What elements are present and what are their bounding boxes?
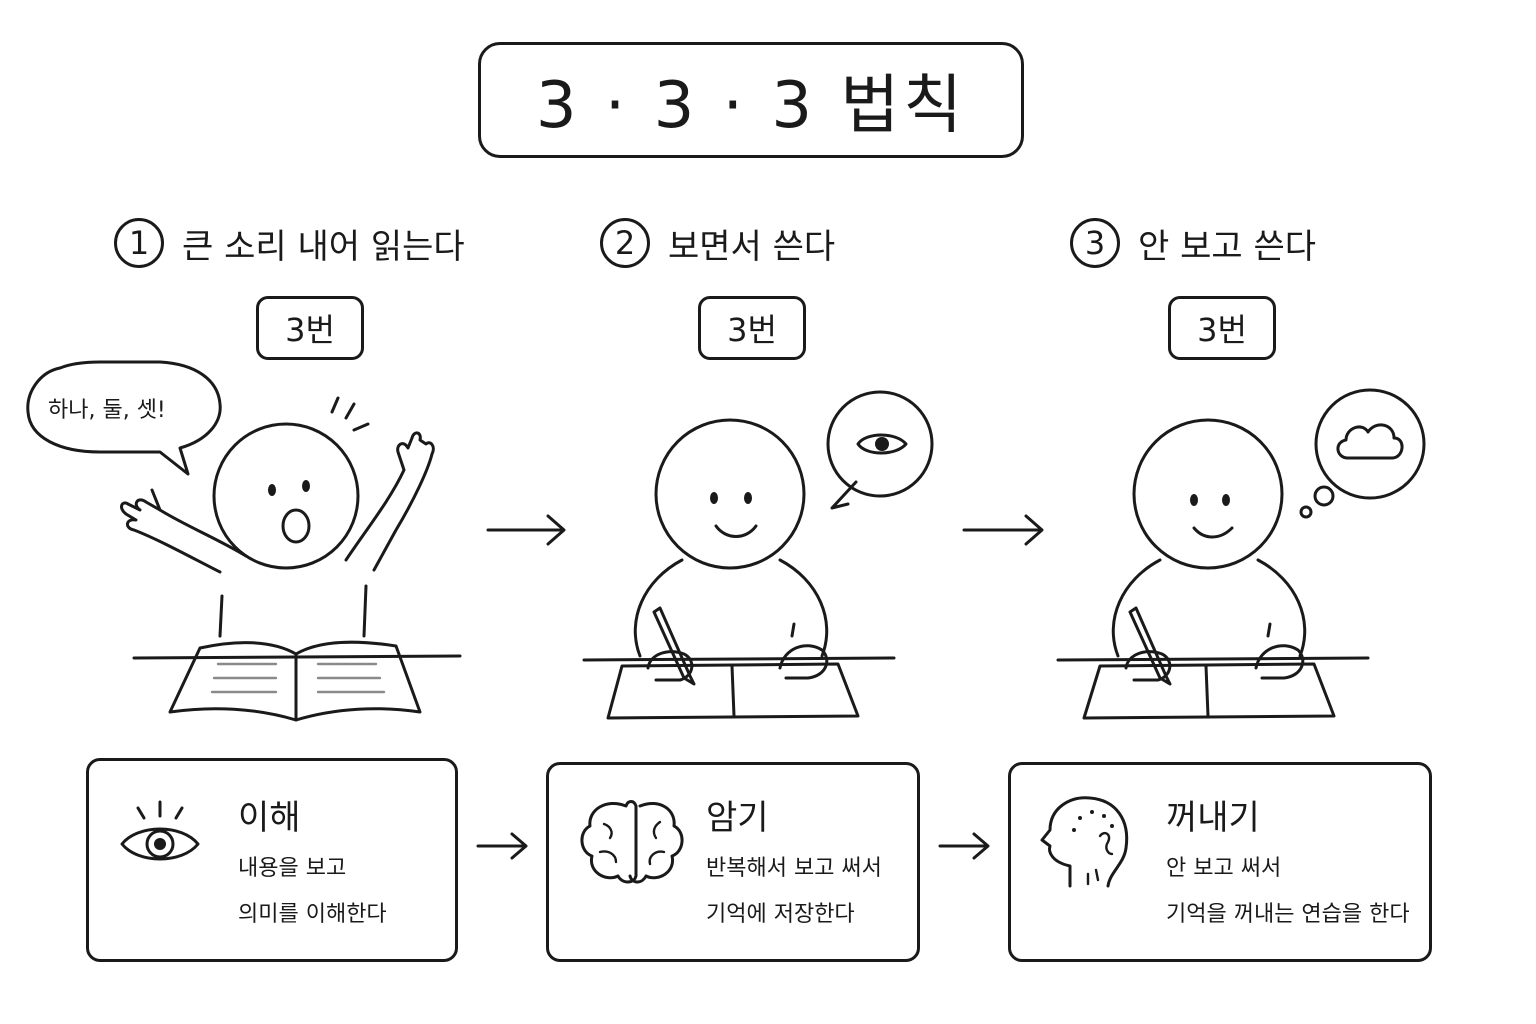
card-recall-line2: 기억을 꺼내는 연습을 한다: [1166, 902, 1410, 927]
card-recall-title: 꺼내기: [1166, 798, 1260, 838]
arrow-2-to-3: [962, 514, 1044, 546]
card-recall-line1: 안 보고 써서: [1166, 856, 1282, 881]
card-memorize-line1: 반복해서 보고 써서: [706, 856, 882, 881]
card-understand-line1: 내용을 보고: [238, 856, 347, 881]
step-1-label: 큰 소리 내어 읽는다: [182, 226, 465, 267]
writing-recall-person-illustration: [1056, 388, 1426, 720]
speech-bubble: [26, 360, 222, 476]
title-box: 3 · 3 · 3 법칙: [478, 42, 1024, 158]
step-2-number: 2: [600, 218, 650, 268]
step-3-count: 3번: [1168, 296, 1276, 360]
step-3-number: 3: [1070, 218, 1120, 268]
card-arrow-1: [476, 832, 528, 860]
head-recall-icon: [1040, 796, 1129, 888]
card-arrow-2: [938, 832, 990, 860]
step-3-heading: 3 안 보고 쓴다: [1070, 218, 1316, 268]
arrow-1-to-2: [486, 514, 566, 546]
card-memorize-title: 암기: [706, 798, 769, 838]
card-memorize: [546, 762, 920, 962]
reading-person-illustration: [120, 396, 462, 722]
card-understand-line2: 의미를 이해한다: [238, 902, 387, 927]
writing-looking-person-illustration: [582, 390, 934, 720]
step-2-label: 보면서 쓴다: [668, 226, 836, 267]
step-3-label: 안 보고 쓴다: [1138, 226, 1317, 267]
step-1-number: 1: [114, 218, 164, 268]
cloud-thought-icon: [1336, 423, 1404, 460]
brain-icon: [580, 800, 684, 884]
page-title: 3 · 3 · 3 법칙: [535, 69, 967, 143]
step-2-count: 3번: [698, 296, 806, 360]
card-memorize-line2: 기억에 저장한다: [706, 902, 855, 927]
step-1-count: 3번: [256, 296, 364, 360]
card-understand-title: 이해: [238, 798, 301, 838]
card-understand: [86, 758, 458, 962]
card-recall: [1008, 762, 1432, 962]
step-2-heading: 2 보면서 쓴다: [600, 218, 835, 268]
eye-icon: [120, 800, 200, 861]
step-1-heading: 1 큰 소리 내어 읽는다: [114, 218, 465, 268]
speech-text: 하나, 둘, 셋!: [48, 398, 166, 423]
eye-thought-icon: [856, 433, 908, 455]
